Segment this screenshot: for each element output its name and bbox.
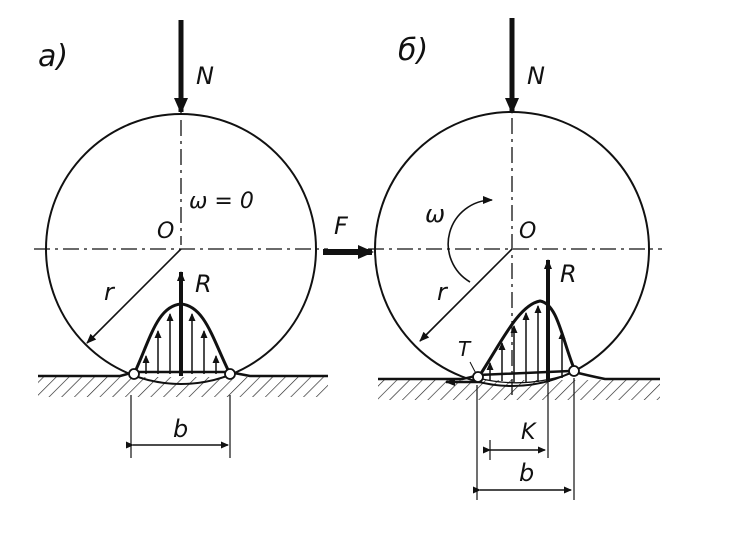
radius-arrow-a bbox=[86, 248, 182, 344]
panel-a: а) N ω = 0 O r R b bbox=[34, 20, 328, 458]
force-n-label-a: N bbox=[196, 62, 214, 90]
radius-r-label-b: r bbox=[437, 278, 449, 306]
radius-arrow-b bbox=[419, 248, 513, 342]
omega-rotation-arrow bbox=[447, 196, 493, 283]
contact-point-left-a bbox=[128, 368, 140, 380]
pressure-arrows-b bbox=[486, 305, 566, 382]
width-b-label-a: b bbox=[173, 415, 188, 443]
pressure-arrows-a bbox=[142, 313, 220, 374]
pressure-base-b bbox=[477, 371, 576, 384]
pressure-curve-b bbox=[476, 299, 577, 379]
omega-label-b: ω bbox=[425, 200, 445, 228]
panel-b-label: б) bbox=[398, 33, 428, 68]
panel-b: б) N F ω O r R T K b bbox=[323, 18, 662, 500]
ground-hatch-a bbox=[38, 377, 328, 397]
center-o-label-b: O bbox=[519, 219, 536, 244]
contact-point-right-b bbox=[568, 365, 580, 377]
panel-a-label: а) bbox=[38, 39, 68, 74]
center-o-label-a: O bbox=[157, 219, 174, 244]
radius-r-label-a: r bbox=[104, 278, 116, 306]
reaction-r-label-b: R bbox=[560, 260, 577, 288]
tangential-t-label: T bbox=[458, 337, 472, 361]
force-f-label: F bbox=[334, 212, 349, 240]
ground-surface-b bbox=[378, 369, 660, 381]
width-b-label-b: b bbox=[519, 459, 534, 487]
offset-k-label: K bbox=[521, 420, 537, 445]
contact-point-left-b bbox=[472, 371, 484, 383]
force-n-label-b: N bbox=[527, 62, 545, 90]
contact-point-right-a bbox=[224, 368, 236, 380]
reaction-r-label-a: R bbox=[195, 270, 212, 298]
omega-zero-label: ω = 0 bbox=[189, 189, 254, 214]
